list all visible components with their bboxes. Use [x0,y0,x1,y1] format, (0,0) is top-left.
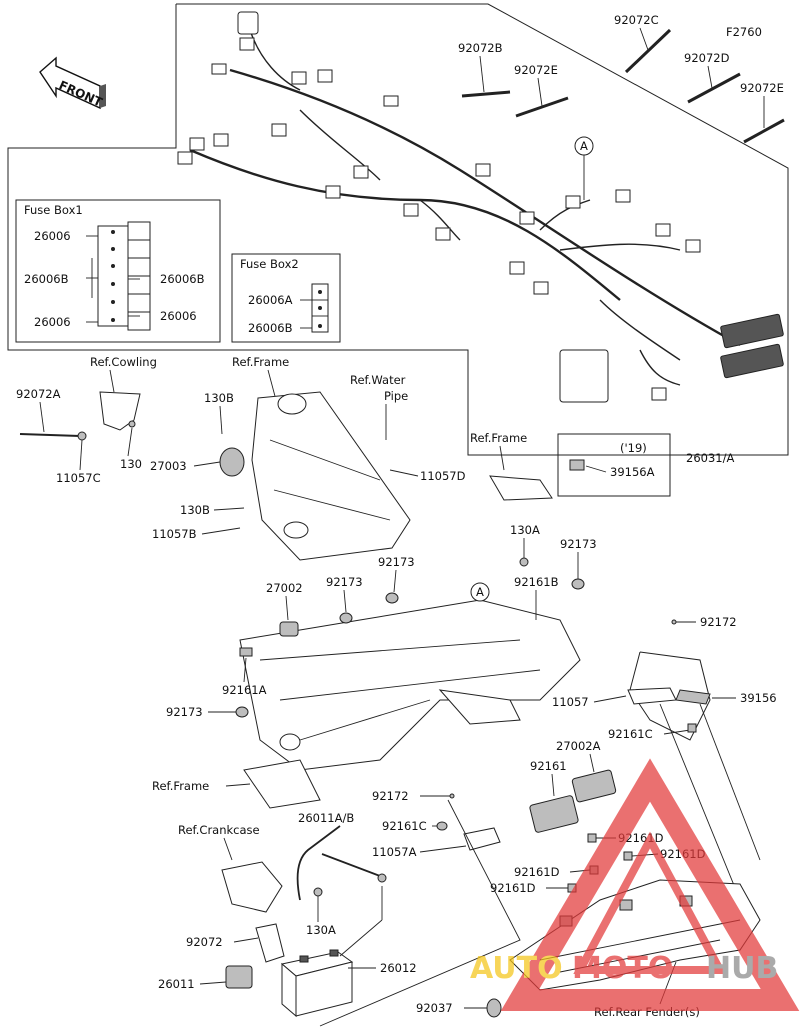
ref-frame-1: Ref.Frame [232,355,289,369]
ref-frame-2: Ref.Frame [470,431,527,445]
label-39156a-icon [569,459,585,471]
bracket-11057a-icon [463,827,501,851]
relay-27002-icon [279,621,299,637]
fuse-box1-title: Fuse Box1 [24,203,83,217]
ref-frame-3: Ref.Frame [152,779,209,793]
callout-26012: 26012 [380,961,417,975]
callout-92037: 92037 [416,1001,453,1015]
year-label: ('19) [620,441,647,455]
wire-harness-icon [177,11,785,403]
callout-92072d: 92072D [684,51,730,65]
callout-92172-a: 92172 [700,615,737,629]
callout-92072e-b: 92072E [740,81,784,95]
front-arrow-icon: FRONT [39,56,106,110]
callout-92161d-c: 92161D [514,865,560,879]
callout-130b-a: 130B [204,391,234,405]
fuse-box2-label-1: 26006A [248,293,293,307]
callout-92172-b: 92172 [372,789,409,803]
battery-icon [280,949,354,1018]
ref-water: Ref.Water [350,373,406,387]
fuse-box2-label-2: 26006B [248,321,293,335]
label-39156-icon [675,689,711,705]
callout-11057c: 11057C [56,471,101,485]
callout-11057b: 11057B [152,527,197,541]
callout-92072: 92072 [186,935,223,949]
callout-92072c: 92072C [614,13,659,27]
fuse-box1: Fuse Box1 26006 26006B 26006B 26006 2600… [24,203,205,331]
fuse-box2-title: Fuse Box2 [240,257,299,271]
ref-cowling: Ref.Cowling [90,355,157,369]
callout-92173-c: 92173 [326,575,363,589]
callout-27003: 27003 [150,459,187,473]
watermark-text-c: HUB [706,951,778,986]
battery-strap-icon [255,923,285,963]
callout-92072e-a: 92072E [514,63,558,77]
fuse-box1-frame [15,199,221,343]
callout-11057a: 11057A [372,845,417,859]
callout-92161d-d: 92161D [490,881,536,895]
bracket-11057-icon [627,687,677,705]
callout-92173-a: 92173 [378,555,415,569]
callout-39156: 39156 [740,691,777,705]
callout-27002a: 27002A [556,739,601,753]
callout-92173-d: 92173 [166,705,203,719]
ref-pipe: Pipe [384,389,408,403]
relay-27002a-icon [571,769,617,803]
fuse-box2-frame [231,253,341,343]
front-frame-icon [251,391,411,561]
callout-26031a: 26031/A [686,451,734,465]
callout-26011: 26011 [158,977,195,991]
fuse-box1-label-3: 26006B [160,272,205,286]
callout-27002: 27002 [266,581,303,595]
watermark-logo: AUTO MOTO HUB [470,758,800,1011]
callout-130a-a: 130A [510,523,540,537]
callout-130a-b: 130A [306,923,336,937]
marker-a-label: A [580,139,588,153]
marker-a2-label: A [476,585,484,599]
callout-11057: 11057 [552,695,589,709]
callout-92173-b: 92173 [560,537,597,551]
seat-bracket-icon [489,475,553,501]
ecu-cover-icon [529,795,579,833]
figure-code: F2760 [726,25,762,39]
main-frame-icon [239,599,581,809]
marker-a2-circle [470,582,490,602]
callout-130: 130 [120,457,142,471]
callout-92161a: 92161A [222,683,267,697]
callout-92161c-a: 92161C [608,727,653,741]
fuse-box1-label-4: 26006 [34,315,71,329]
battery-cable-icon [225,965,253,989]
clamp-92037-icon [486,998,502,1018]
fuse-box1-label-2: 26006B [24,272,69,286]
watermark-text-b: MOTO [572,951,673,986]
grommet-92161a-icon [239,647,253,657]
crankcase-icon [221,861,283,913]
fuse-box1-label-1: 26006 [34,229,71,243]
callout-39156a: 39156A [610,465,655,479]
fuse-box2: Fuse Box2 26006A 26006B [240,257,329,335]
callout-92072b: 92072B [458,41,503,55]
callout-92161: 92161 [530,759,567,773]
callout-92072a: 92072A [16,387,61,401]
horn-icon [219,447,245,477]
year-box-frame [557,433,671,497]
fuse-box1-label-5: 26006 [160,309,197,323]
harness-frame [7,3,789,456]
callout-11057d: 11057D [420,469,466,483]
callout-92161b: 92161B [514,575,559,589]
ref-crankcase: Ref.Crankcase [178,823,260,837]
callout-92161c-b: 92161C [382,819,427,833]
cowling-bracket-icon [19,391,141,441]
callout-26011ab: 26011A/B [298,811,354,825]
watermark-text-a: AUTO [470,951,563,986]
callout-130b-b: 130B [180,503,210,517]
